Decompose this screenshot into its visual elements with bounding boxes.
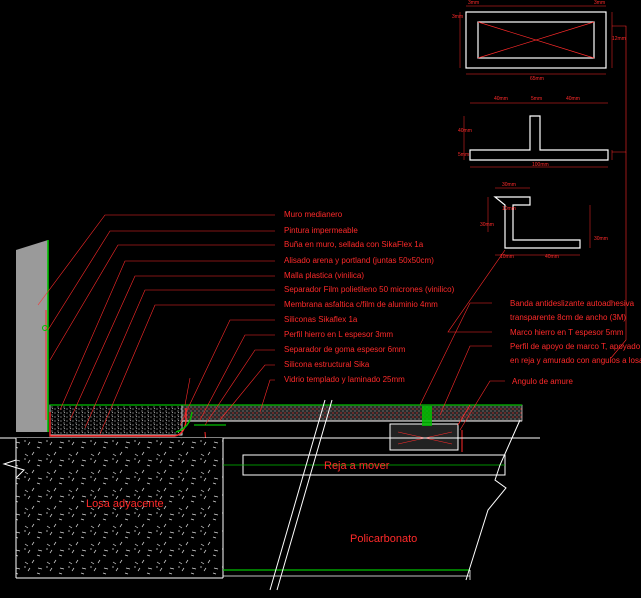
label-perfil-apoyo-2: en reja y amurado con angulos a losa bbox=[510, 356, 641, 365]
dim-tee-top-b: 5mm bbox=[531, 96, 543, 102]
label-muro-medianero: Muro medianero bbox=[284, 210, 343, 219]
label-banda-1: Banda antideslizante autoadhesiva bbox=[510, 299, 635, 308]
party-wall bbox=[16, 240, 49, 432]
tee-detail bbox=[463, 102, 613, 168]
dim-frame-bottom: 65mm bbox=[530, 76, 544, 82]
dim-frame-left: 3mm bbox=[452, 14, 464, 20]
adjacent-slab bbox=[0, 437, 540, 579]
label-banda-2: transparente 8cm de ancho (3M) bbox=[510, 313, 627, 322]
dim-angle-bottom-a: 10mm bbox=[500, 254, 514, 260]
grate-polycarbonate bbox=[223, 399, 521, 591]
label-losa: Losa adyacente bbox=[86, 498, 164, 510]
label-membrana: Membrana asfaltica c/film de aluminio 4m… bbox=[284, 300, 438, 309]
label-vidrio: Vidrio templado y laminado 25mm bbox=[284, 375, 405, 384]
label-buna: Buña en muro, sellada con SikaFlex 1a bbox=[284, 240, 424, 249]
label-perfil-l: Perfil hierro en L espesor 3mm bbox=[284, 330, 394, 339]
label-silicona-estructural: Silicona estructural Sika bbox=[284, 360, 370, 369]
label-alisado: Alisado arena y portland (juntas 50x50cm… bbox=[284, 256, 434, 265]
dim-tee-top-c: 40mm bbox=[566, 96, 580, 102]
label-perfil-apoyo-1: Perfil de apoyo de marco T, apoyado bbox=[510, 342, 641, 351]
dim-tee-top-a: 40mm bbox=[494, 96, 508, 102]
label-marco-t: Marco hierro en T espesor 5mm bbox=[510, 328, 624, 337]
label-malla: Malla plastica (vinilica) bbox=[284, 271, 365, 280]
dim-frame-right: 12mm bbox=[612, 36, 626, 42]
label-separador-film: Separador Film polietileno 50 micrones (… bbox=[284, 285, 455, 294]
label-reja: Reja a mover bbox=[324, 460, 390, 472]
label-separador-goma: Separador de goma espesor 6mm bbox=[284, 345, 406, 354]
dim-tee-bottom: 100mm bbox=[532, 162, 549, 168]
dim-angle-bottom-b: 40mm bbox=[545, 254, 559, 260]
dim-angle-left: 30mm bbox=[480, 222, 494, 228]
frame-detail bbox=[459, 5, 613, 75]
dim-frame-top-left: 3mm bbox=[468, 0, 480, 6]
dim-angle-mid: 10mm bbox=[502, 206, 516, 212]
label-pintura: Pintura impermeable bbox=[284, 226, 358, 235]
label-angulo-amure: Angulo de amure bbox=[512, 377, 573, 386]
leader-lines bbox=[37, 214, 506, 435]
label-policarbonato: Policarbonato bbox=[350, 533, 418, 545]
dim-frame-top-right: 3mm bbox=[594, 0, 606, 6]
dim-angle-right: 30mm bbox=[594, 236, 608, 242]
dim-tee-side-a: 40mm bbox=[458, 128, 472, 134]
label-siliconas: Siliconas Sikaflex 1a bbox=[284, 315, 358, 324]
dim-tee-side-b: 5mm bbox=[458, 152, 470, 158]
angle-detail bbox=[487, 187, 591, 256]
dim-angle-top: 30mm bbox=[502, 182, 516, 188]
